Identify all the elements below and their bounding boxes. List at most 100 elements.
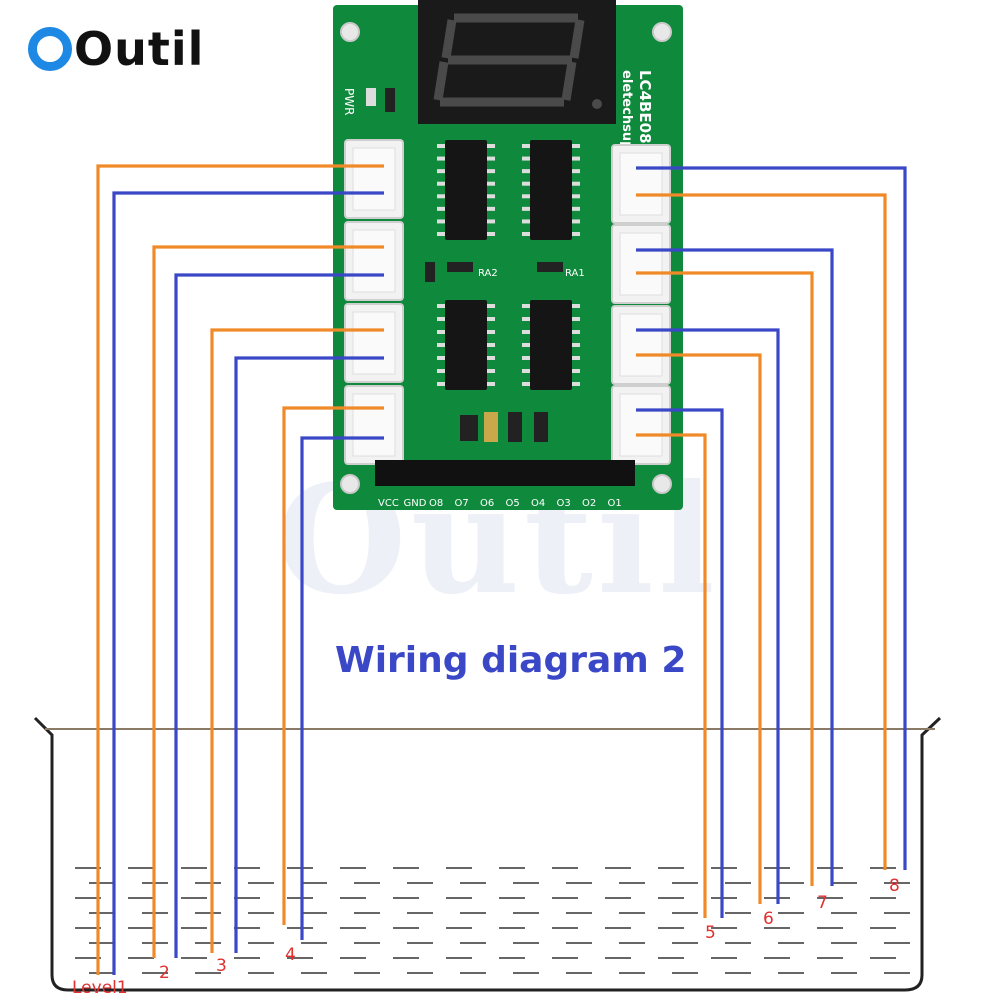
ic-pin — [437, 369, 445, 373]
wire-blue — [636, 166, 907, 870]
wire-blue — [112, 191, 384, 975]
component-label-ra1: RA1 — [565, 268, 585, 279]
mounting-hole — [652, 474, 672, 494]
ic-pin — [437, 356, 445, 360]
level-label: 7 — [817, 893, 828, 913]
component-label-ra2: RA2 — [478, 268, 498, 279]
connector-socket — [619, 232, 663, 296]
ic-pin — [487, 382, 495, 386]
ic-pin — [522, 382, 530, 386]
pin-label: GND — [404, 498, 427, 509]
pin-label: O7 — [455, 498, 469, 509]
ic-chip — [445, 140, 487, 240]
connector-socket — [352, 147, 396, 211]
ic-pin — [437, 317, 445, 321]
ic-pin — [572, 343, 580, 347]
wire-blue — [174, 273, 384, 958]
ic-pin — [437, 382, 445, 386]
wire-blue — [636, 328, 780, 904]
pin-label: O3 — [557, 498, 571, 509]
water-tank — [33, 716, 942, 992]
seven-segment-digit — [433, 13, 585, 107]
connector-socket — [619, 313, 663, 377]
ic-pin — [437, 156, 445, 161]
wire-orange — [96, 164, 384, 975]
wire-orange — [636, 193, 887, 870]
probe-wires — [96, 164, 907, 975]
transistor — [508, 412, 522, 442]
wire-blue — [636, 408, 724, 918]
ic-pin — [572, 219, 580, 224]
ic-chip — [530, 140, 572, 240]
ic-pin — [572, 194, 580, 199]
ic-pin — [522, 169, 530, 174]
ic-pin — [437, 194, 445, 199]
transistor — [534, 412, 548, 442]
ic-pin — [522, 304, 530, 308]
ic-pin — [522, 144, 530, 148]
ic-pin — [572, 181, 580, 186]
ic-pin — [572, 144, 580, 148]
mounting-hole — [652, 22, 672, 42]
ic-pin — [522, 317, 530, 321]
pin-label: O4 — [531, 498, 545, 509]
ic-pin — [572, 232, 580, 236]
connector-socket — [352, 229, 396, 293]
ic-pin — [437, 169, 445, 174]
ic-pin — [572, 382, 580, 386]
ic-pin — [437, 343, 445, 347]
pin-label: VCC — [378, 498, 399, 509]
wire-orange — [210, 328, 384, 953]
ic-pin — [572, 369, 580, 373]
ic-pin — [487, 194, 495, 199]
level-label: 6 — [763, 909, 774, 929]
pin-label: O6 — [480, 498, 494, 509]
segment — [569, 19, 585, 59]
silkscreen-model: LC4BE08 — [636, 70, 654, 144]
ic-pin — [522, 206, 530, 211]
wire-orange — [636, 353, 762, 904]
logo-text: Outil — [74, 22, 205, 76]
pwr-led — [366, 88, 376, 106]
ic-pin — [437, 144, 445, 148]
ic-pin — [487, 356, 495, 360]
ic-pin — [522, 219, 530, 224]
pin-header — [375, 460, 635, 486]
ic-pin — [487, 304, 495, 308]
wire-blue — [300, 436, 384, 940]
logo-ring-icon — [28, 27, 72, 71]
ic-pin — [572, 206, 580, 211]
tank-outline — [33, 716, 942, 992]
ic-pin — [487, 156, 495, 161]
ic-pin — [522, 156, 530, 161]
segment — [441, 19, 457, 59]
smd-component — [460, 415, 478, 441]
ic-pin — [487, 206, 495, 211]
resistor-array — [447, 262, 473, 272]
silkscreen-vendor: eletechsup — [619, 70, 634, 150]
brand-logo: Outil — [28, 26, 204, 72]
pin-label: O1 — [608, 498, 622, 509]
wire-orange — [282, 406, 384, 925]
pwr-label: PWR — [342, 88, 356, 115]
level-label: 5 — [705, 923, 716, 943]
ic-pin — [522, 369, 530, 373]
level-label: 2 — [159, 963, 170, 983]
decimal-point — [592, 99, 602, 109]
ic-pin — [487, 144, 495, 148]
ic-pin — [487, 330, 495, 334]
ic-pin — [572, 356, 580, 360]
ic-pin — [487, 232, 495, 236]
ic-pin — [437, 219, 445, 224]
wire-blue — [234, 356, 384, 953]
ic-chip — [445, 300, 487, 390]
pin-label: O8 — [429, 498, 443, 509]
ic-pin — [487, 343, 495, 347]
water-dashes — [75, 867, 910, 974]
ic-pin — [522, 232, 530, 236]
capacitor — [425, 262, 435, 282]
ic-pin — [437, 330, 445, 334]
level-label: 3 — [216, 956, 227, 976]
